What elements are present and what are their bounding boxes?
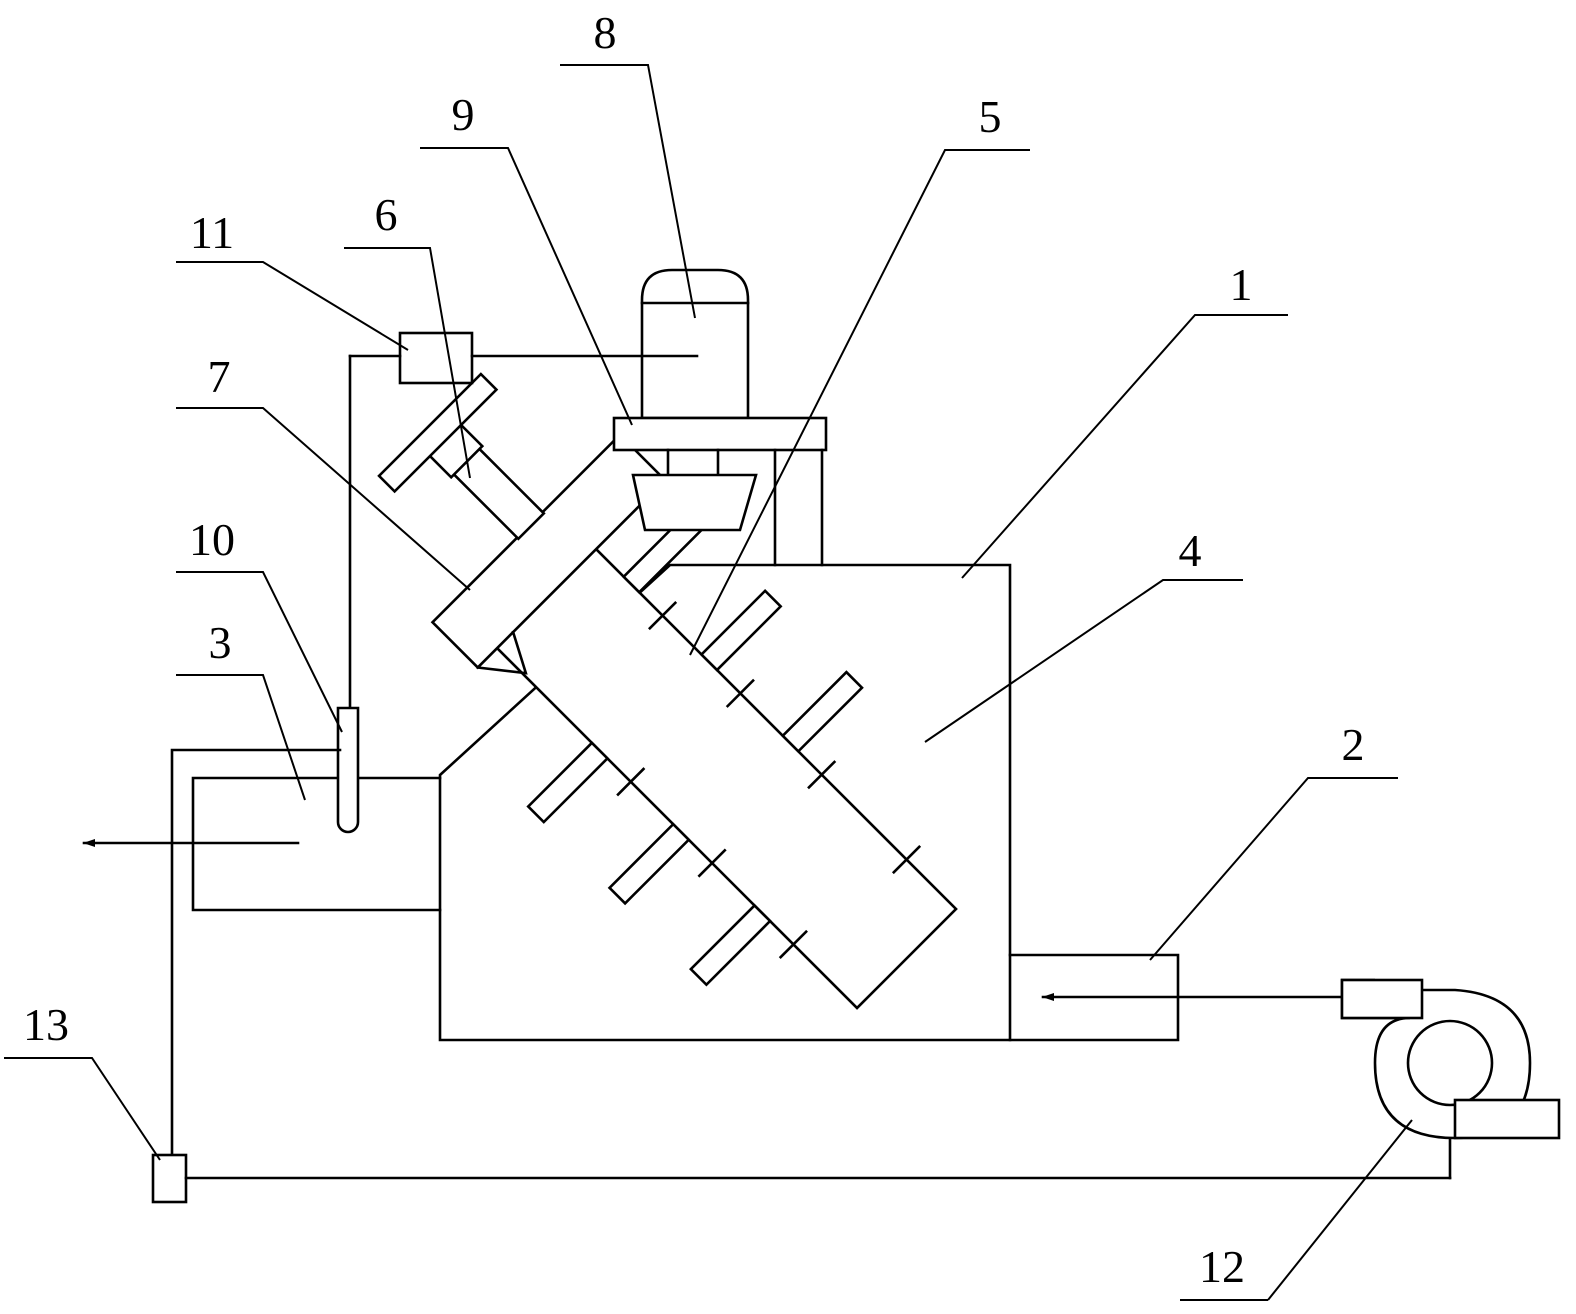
label-1: 1 bbox=[1230, 259, 1253, 310]
valve-box[interactable] bbox=[151, 1153, 188, 1204]
leader-lines bbox=[4, 64, 1413, 1301]
label-3: 3 bbox=[209, 617, 232, 668]
temperature-probe bbox=[336, 706, 360, 834]
paddle bbox=[607, 822, 691, 906]
label-4: 4 bbox=[1179, 525, 1202, 576]
main-chamber bbox=[438, 563, 1012, 1042]
control-wire bbox=[170, 748, 342, 1157]
label-6: 6 bbox=[375, 189, 398, 240]
label-10: 10 bbox=[189, 514, 235, 565]
motor[interactable] bbox=[640, 268, 750, 420]
label-2: 2 bbox=[1342, 719, 1365, 770]
paddle bbox=[699, 588, 783, 672]
paddle bbox=[780, 670, 864, 754]
blower[interactable] bbox=[1340, 978, 1561, 1140]
drive-head bbox=[631, 473, 758, 532]
label-8: 8 bbox=[594, 7, 617, 58]
label-7: 7 bbox=[208, 351, 231, 402]
label-5: 5 bbox=[979, 91, 1002, 142]
label-13: 13 bbox=[23, 999, 69, 1050]
paddle bbox=[689, 903, 772, 987]
paddle bbox=[526, 741, 610, 824]
controller-box[interactable] bbox=[398, 331, 474, 385]
mounting-plate bbox=[612, 416, 828, 452]
rotating-drum bbox=[452, 504, 958, 1010]
label-11: 11 bbox=[190, 207, 234, 258]
label-12: 12 bbox=[1199, 1241, 1245, 1292]
label-9: 9 bbox=[452, 89, 475, 140]
